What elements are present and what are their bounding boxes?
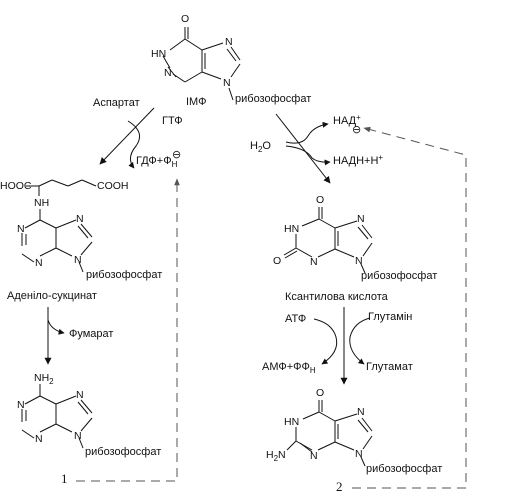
left-step2-side-arrow <box>47 319 65 335</box>
amp-n9: N <box>74 430 82 442</box>
right-step1-top-arrow <box>285 121 329 144</box>
right-step2-right-arrow <box>349 317 371 365</box>
amp-nh2: NH2 <box>34 372 54 386</box>
xanthylate-hn: HN <box>284 223 299 235</box>
gmp-ribose-label: рибозофосфат <box>366 463 442 475</box>
right-step2: АТФ Глутамін АМФ+ФФН Глутамат <box>262 307 413 385</box>
amp-n7: N <box>76 389 84 401</box>
amp-molecule: NH2 N N N N рибозофосфат <box>17 372 161 458</box>
adenylosuccinate-n7: N <box>76 213 84 225</box>
feedback-2-inhibit-icon: ⊖ <box>352 124 361 136</box>
xanthylate-n3: N <box>310 256 318 268</box>
imp-name: ІМФ <box>186 96 206 108</box>
glutamate-label: Глутамат <box>366 361 413 373</box>
amp-n1: N <box>17 399 25 411</box>
adenylosuccinate-molecule: HOOC COOH NH N N N N рибозофосфат Аденіл… <box>0 179 162 302</box>
adenylosuccinate-n1: N <box>17 223 25 235</box>
nadh-label: НАДН+Н+ <box>333 153 383 167</box>
right-step1-bottom-arrow <box>285 145 331 166</box>
gtp-label: ГТФ <box>162 115 183 127</box>
adenylosuccinate-nh: NH <box>34 197 49 209</box>
feedback-1-inhibit-icon: ⊖ <box>172 149 181 161</box>
gmp-n3: N <box>310 450 318 462</box>
nad-label: НАД+ <box>333 113 361 127</box>
right-step2-left-arrow <box>313 318 338 365</box>
gmp-n9: N <box>355 448 363 460</box>
xanthylate-ribose-label: рибозофосфат <box>361 270 437 282</box>
xanthylate-o-left: O <box>273 255 281 267</box>
imp-bonds <box>162 27 241 101</box>
gmp-hn: HN <box>284 416 299 428</box>
imp-ribose-label: рибозофосфат <box>235 93 311 105</box>
water-label: Н2О <box>250 140 271 154</box>
imp-molecule: O HN N N N рибозофосфат ІМФ <box>151 13 311 108</box>
imp-n-ring: N <box>223 77 231 89</box>
xanthylate-o-top: O <box>316 194 324 206</box>
feedback-loop-2: ⊖ 2 <box>336 124 467 494</box>
imp-hn: HN <box>151 48 166 60</box>
left-step1-main-arrow <box>99 107 155 165</box>
adenylosuccinate-cooh: COOH <box>97 180 129 192</box>
xanthylate-name: Ксантилова кислота <box>285 291 389 303</box>
amp-ribose-label: рибозофосфат <box>85 446 161 458</box>
fumarate-label: Фумарат <box>69 328 113 340</box>
amp-n3: N <box>35 433 43 445</box>
left-step2: Фумарат <box>44 307 113 365</box>
imp-oxygen: O <box>181 13 189 25</box>
xanthylate-n7: N <box>357 213 365 225</box>
right-step1: Н2О НАД+ НАДН+Н+ <box>250 113 383 184</box>
feedback-2-label: 2 <box>336 479 343 494</box>
adenylosuccinate-n9: N <box>74 254 82 266</box>
glutamine-label: Глутамін <box>368 311 412 323</box>
adenylosuccinate-hooc: HOOC <box>0 180 32 192</box>
aspartate-label: Аспартат <box>93 97 140 109</box>
feedback-loop-1: ⊖ 1 <box>61 149 181 486</box>
right-step1-main-arrow <box>275 113 331 184</box>
adenylosuccinate-name: Аденіло-сукцинат <box>7 290 97 302</box>
feedback-1-label: 1 <box>61 471 68 486</box>
xanthylate-molecule: O HN O N N N рибозофосфат Ксантилова кис… <box>273 194 437 303</box>
xanthylate-n9: N <box>355 255 363 267</box>
gmp-molecule: O HN N N N H2N рибозофосфат <box>266 387 442 475</box>
gmp-oxygen: O <box>316 387 324 399</box>
gmp-n7: N <box>357 406 365 418</box>
feedback-loop-2-path <box>352 126 467 489</box>
feedback-loop-1-path <box>76 178 180 482</box>
gmp-h2n: H2N <box>266 449 286 463</box>
adenylosuccinate-ribose-label: рибозофосфат <box>86 269 162 281</box>
atp-label: АТФ <box>285 313 306 325</box>
left-step1-side-arrow <box>127 120 141 169</box>
adenylosuccinate-n3: N <box>35 257 43 269</box>
amp-ppi-label: АМФ+ФФН <box>262 361 316 375</box>
left-step1: Аспартат ГТФ ГДФ+ФН <box>93 97 183 169</box>
imp-n-bottom: N <box>164 67 172 79</box>
gdp-label: ГДФ+ФН <box>136 155 178 169</box>
imp-n-top: N <box>225 36 233 48</box>
